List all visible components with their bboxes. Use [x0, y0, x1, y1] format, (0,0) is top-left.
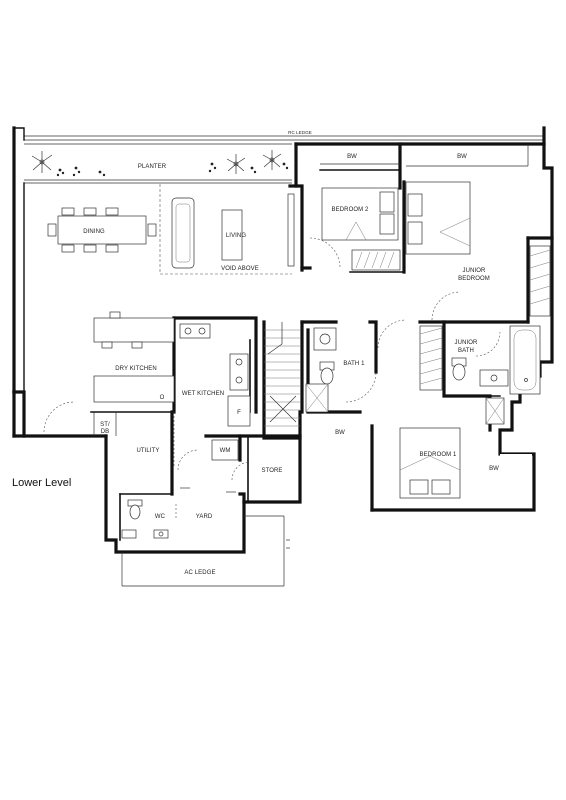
door-marks — [180, 487, 290, 549]
plant-icon — [31, 151, 53, 173]
washing-machine — [211, 439, 239, 461]
rc-ledge: RC LEDGE — [23, 128, 545, 141]
planter: PLANTER — [24, 143, 292, 184]
plant-icon — [262, 150, 282, 170]
store-label: STORE — [261, 468, 282, 474]
yard-label: YARD — [196, 514, 213, 520]
utility-label: UTILITY — [136, 448, 159, 454]
oven-label: O — [160, 395, 165, 401]
dry-kitchen: O — [43, 311, 175, 433]
st-db — [93, 412, 117, 436]
utility — [177, 449, 199, 471]
bw-top-left-label: BW — [347, 154, 357, 160]
bath-1-label: BATH 1 — [343, 361, 365, 367]
rc-ledge-label: RC LEDGE — [288, 130, 312, 135]
bw-mid-label: BW — [335, 430, 345, 436]
wet-kitchen-label: WET KITCHEN — [182, 391, 224, 397]
bedroom-1-label: BEDROOM 1 — [420, 452, 457, 458]
level-label: Lower Level — [12, 477, 71, 489]
junior-bath — [451, 325, 541, 425]
wet-kitchen: F — [173, 323, 251, 468]
bath-1 — [305, 319, 407, 413]
dry-kitchen-label: DRY KITCHEN — [115, 366, 157, 372]
small-plant-icon — [56, 162, 289, 177]
wardrobe — [419, 325, 443, 391]
staircase — [264, 322, 300, 427]
wm-label: WM — [220, 448, 231, 454]
st-db-label-2: DB — [101, 429, 110, 435]
bw-top-right-label: BW — [457, 154, 467, 160]
fridge-label: F — [237, 410, 241, 416]
junior-bedroom — [405, 144, 551, 321]
void-above-label: VOID ABOVE — [221, 266, 259, 272]
planter-label: PLANTER — [138, 164, 167, 170]
ac-ledge-label: AC LEDGE — [184, 570, 215, 576]
ac-ledge: AC LEDGE — [121, 515, 285, 587]
junior-bedroom-label-2: BEDROOM — [458, 276, 490, 282]
junior-bath-label-2: BATH — [458, 348, 474, 354]
living-void — [159, 184, 295, 275]
st-db-label-1: ST/ — [100, 422, 110, 428]
living-label: LIVING — [226, 233, 247, 239]
dining-label: DINING — [83, 229, 105, 235]
bw-right-label: BW — [489, 466, 499, 472]
wc — [121, 499, 177, 539]
junior-bath-label-1: JUNIOR — [455, 340, 478, 346]
bedroom-1 — [399, 427, 532, 508]
dining-table — [47, 207, 157, 253]
junior-bedroom-label-1: JUNIOR — [463, 268, 486, 274]
wc-label: WC — [155, 514, 166, 520]
walls — [12, 126, 554, 554]
plant-icon — [226, 154, 246, 174]
bedroom-2-label: BEDROOM 2 — [332, 207, 369, 213]
bedroom-2 — [309, 163, 401, 271]
